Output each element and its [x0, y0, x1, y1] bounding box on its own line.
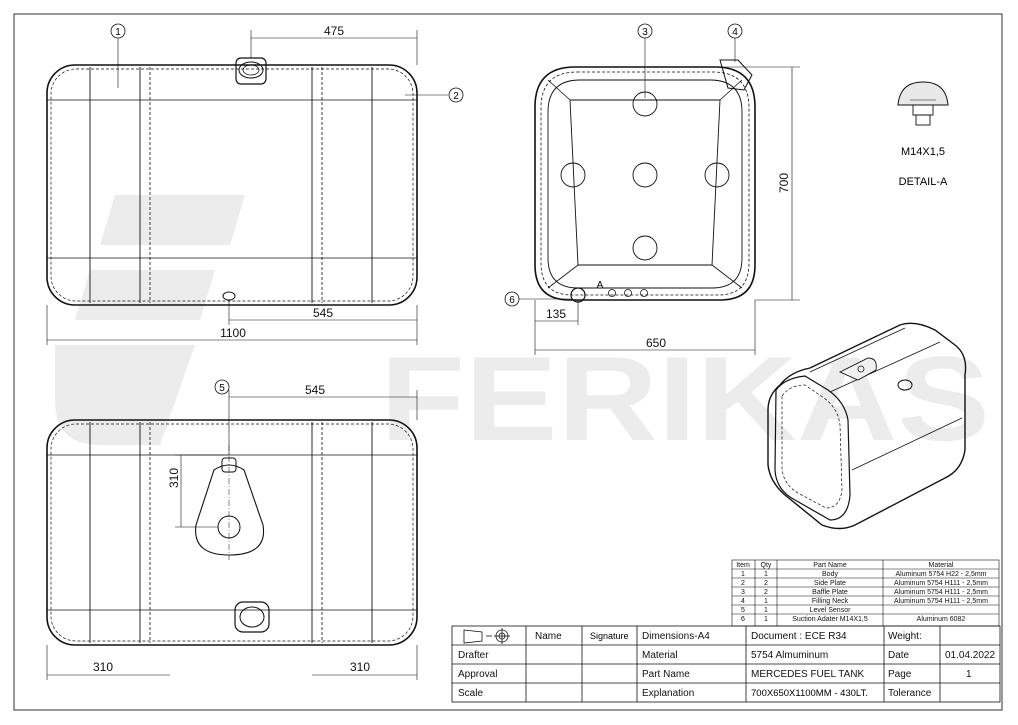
tb-dimensions: Dimensions-A4 — [642, 631, 710, 642]
tb-part-name-label: Part Name — [642, 669, 690, 680]
bom-cell: 6 — [741, 616, 745, 623]
tb-date-label: Date — [888, 650, 910, 661]
tb-approval: Approval — [458, 669, 497, 680]
dim-side-length: 1100 — [220, 326, 246, 340]
tb-page-value: 1 — [966, 669, 972, 680]
bom-cell: 2 — [764, 589, 768, 596]
bom-cell: Aluminum 5754 H111 - 2,5mm — [894, 598, 988, 605]
bom-cell: 1 — [764, 607, 768, 614]
dim-bottom-height: 310 — [167, 468, 181, 488]
bom-cell: 1 — [741, 571, 745, 578]
tb-signature: Signature — [590, 631, 629, 641]
bom-cell: 5 — [741, 607, 745, 614]
tb-scale: Scale — [458, 688, 483, 699]
bom-header-cell: Qty — [761, 562, 772, 569]
tb-explanation-value: 700X650X1100MM - 430LT. — [751, 688, 868, 699]
bom-header-cell: Item — [736, 562, 750, 569]
dim-front-width: 650 — [646, 336, 666, 350]
detail-thread: M14X1,5 — [901, 146, 945, 158]
bom-header-cell: Material — [929, 562, 954, 569]
callout-4: 4 — [732, 27, 738, 38]
bom-cell: 1 — [764, 616, 768, 623]
dim-bottom-right: 310 — [350, 660, 370, 674]
dim-side-offset: 545 — [313, 306, 333, 320]
watermark-text: FERIKAS — [380, 332, 990, 466]
bom-cell: 4 — [741, 598, 745, 605]
tb-material-value: 5754 Almuminum — [751, 650, 828, 661]
detail-title: DETAIL-A — [899, 176, 948, 188]
bom-cell: Aluminum 5754 H22 - 2,5mm — [895, 571, 986, 578]
bom-cell: 2 — [741, 580, 745, 587]
tb-document: Document : ECE R34 — [751, 631, 847, 642]
front-view — [504, 23, 800, 355]
dim-side-top: 475 — [324, 24, 344, 38]
tb-date-value: 01.04.2022 — [945, 650, 995, 661]
side-view — [46, 23, 464, 345]
tb-weight: Weight: — [888, 631, 922, 642]
callout-6: 6 — [509, 295, 515, 306]
bom-cell: Suction Adater M14X1,5 — [792, 616, 868, 623]
bom-cell: Aluminum 6082 — [917, 616, 966, 623]
dim-bottom-left: 310 — [93, 660, 113, 674]
tb-drafter: Drafter — [458, 650, 489, 661]
callout-1: 1 — [115, 27, 121, 38]
tb-name: Name — [535, 631, 562, 642]
dim-bottom-offset: 545 — [305, 383, 325, 397]
sheet-border — [13, 13, 1003, 711]
tb-page-label: Page — [888, 669, 912, 680]
projection-symbol-icon — [463, 628, 510, 644]
bom-cell: Baffle Plate — [812, 589, 848, 596]
bom-cell: Filling Neck — [812, 598, 849, 605]
bom-cell: Aluminum 5754 H111 - 2,5mm — [894, 580, 988, 587]
bom-cell: 2 — [764, 580, 768, 587]
bottom-view — [46, 379, 418, 680]
tb-part-name-value: MERCEDES FUEL TANK — [751, 669, 864, 680]
tb-tolerance: Tolerance — [888, 688, 932, 699]
bom-header-cell: Part Name — [813, 562, 847, 569]
bom-cell: Level Sensor — [810, 607, 852, 614]
bom-cell: Body — [822, 571, 838, 578]
bom-table — [731, 559, 1000, 627]
bom-cell: 3 — [741, 589, 745, 596]
detail-a-drawing — [897, 81, 949, 126]
tb-material-label: Material — [642, 650, 678, 661]
watermark: FERIKAS — [55, 195, 990, 466]
tb-explanation-label: Explanation — [642, 688, 694, 699]
bom-cell: Side Plate — [814, 580, 846, 587]
callout-5: 5 — [219, 383, 225, 394]
title-block — [451, 625, 1001, 703]
dim-front-offset: 135 — [546, 307, 566, 321]
dim-front-height: 700 — [777, 173, 791, 193]
callout-3: 3 — [642, 27, 648, 38]
isometric-view — [767, 322, 967, 530]
view-label-a: A — [597, 280, 604, 291]
callout-2: 2 — [453, 91, 459, 102]
bom-cell: 1 — [764, 571, 768, 578]
bom-cell: 1 — [764, 598, 768, 605]
bom-cell: Aluminum 5754 H111 - 2,5mm — [894, 589, 988, 596]
